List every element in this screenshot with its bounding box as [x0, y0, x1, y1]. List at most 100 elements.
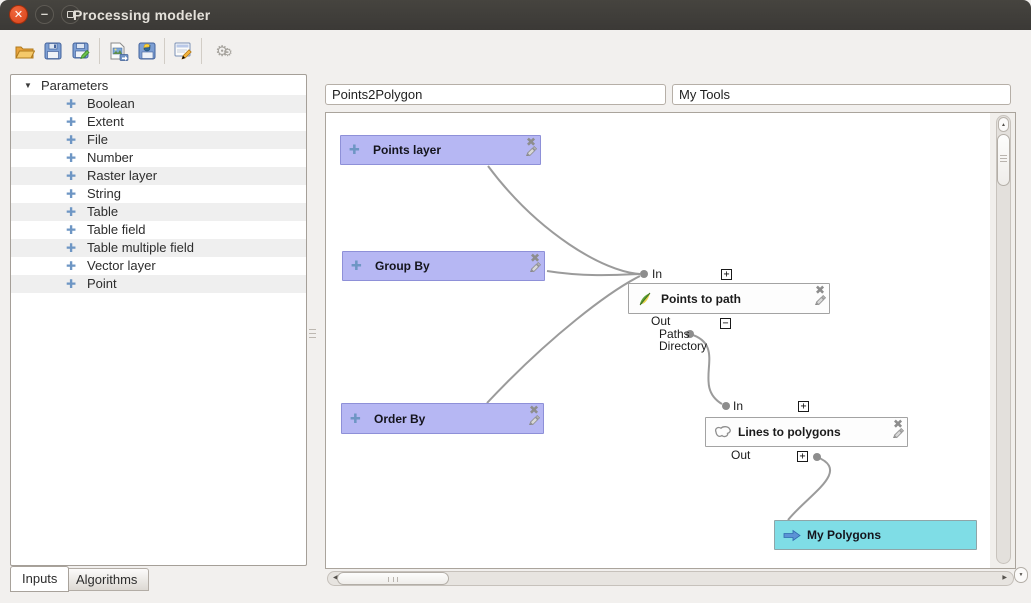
maximize-button[interactable]: [61, 5, 80, 24]
qgis-algorithm-icon: [637, 284, 653, 313]
parameter-item-raster-layer[interactable]: ✚ Raster layer: [11, 167, 306, 185]
socket-dot: [686, 330, 694, 338]
delete-node-icon[interactable]: ✖: [525, 135, 536, 149]
edit-node-pencil-icon[interactable]: [527, 414, 541, 432]
parameter-item-boolean[interactable]: ✚ Boolean: [11, 95, 306, 113]
node-my-polygons[interactable]: My Polygons: [774, 520, 977, 550]
parameter-label: Number: [87, 150, 134, 165]
socket-dot: [722, 402, 730, 410]
export-as-python-button[interactable]: [134, 38, 160, 64]
add-plus-icon: ✚: [66, 115, 77, 129]
socket-dot: [640, 270, 648, 278]
vertical-scrollbar-thumb[interactable]: [997, 134, 1010, 186]
minimize-button[interactable]: –: [35, 5, 54, 24]
parameter-label: Table: [87, 204, 119, 219]
tab-algorithms[interactable]: Algorithms: [64, 568, 150, 591]
model-name-input[interactable]: [325, 84, 666, 105]
window-title: Processing modeler: [73, 7, 211, 23]
thumb-grip: [1000, 155, 1007, 162]
lines-to-polygons-in-label: In: [733, 399, 744, 413]
horizontal-scrollbar-thumb[interactable]: [337, 572, 449, 585]
thumb-grip: [388, 577, 398, 582]
node-points-layer[interactable]: ✚ Points layer ✖: [340, 135, 541, 165]
socket-dot: [813, 453, 821, 461]
collapse-expander-icon[interactable]: ▼: [24, 81, 32, 90]
titlebar: ✕ – Processing modeler: [0, 0, 1031, 30]
output-arrow-icon: [783, 521, 801, 549]
connection-lines: [486, 165, 832, 521]
vertical-scrollbar-track[interactable]: ▲: [996, 115, 1011, 564]
parameter-label: Point: [87, 276, 117, 291]
export-image-icon: [108, 42, 130, 61]
collapse-outputs-icon[interactable]: −: [720, 318, 731, 329]
open-model-button[interactable]: [12, 38, 38, 64]
input-plus-icon: ✚: [350, 410, 361, 426]
edit-model-help-button[interactable]: [171, 38, 197, 64]
edit-node-pencil-icon[interactable]: [524, 145, 538, 163]
parameter-label: Table multiple field: [87, 240, 194, 255]
node-lines-to-polygons[interactable]: Lines to polygons ✖: [705, 417, 908, 447]
add-plus-icon: ✚: [66, 151, 77, 165]
scroll-left-icon[interactable]: ◀: [333, 575, 338, 581]
run-model-button[interactable]: ⚙⚙: [208, 38, 234, 64]
parameter-label: Table field: [87, 222, 146, 237]
expand-inputs-icon[interactable]: +: [721, 269, 732, 280]
node-label: Points to path: [661, 291, 741, 306]
export-as-image-button[interactable]: [106, 38, 132, 64]
save-model-as-button[interactable]: [68, 38, 94, 64]
node-label: Group By: [375, 259, 430, 273]
parameter-item-extent[interactable]: ✚ Extent: [11, 113, 306, 131]
expand-inputs-icon[interactable]: +: [798, 401, 809, 412]
parameter-item-number[interactable]: ✚ Number: [11, 149, 306, 167]
connection-order-by-to-points-to-path: [486, 275, 641, 404]
node-order-by[interactable]: ✚ Order By ✖: [341, 403, 544, 434]
model-canvas[interactable]: ✚ Points layer ✖ ✚ Group By ✖: [326, 113, 991, 568]
horizontal-scrollbar[interactable]: ◀ ▶: [327, 571, 1014, 586]
edit-node-pencil-icon[interactable]: [813, 294, 827, 312]
tree-root-parameters[interactable]: ▼ Parameters: [11, 77, 306, 95]
parameter-item-table[interactable]: ✚ Table: [11, 203, 306, 221]
parameter-item-table-multiple-field[interactable]: ✚ Table multiple field: [11, 239, 306, 257]
scroll-up-icon[interactable]: ▲: [998, 117, 1009, 132]
save-as-floppy-pencil-icon: [70, 42, 92, 60]
delete-node-icon[interactable]: ✖: [814, 283, 825, 297]
parameter-item-point[interactable]: ✚ Point: [11, 275, 306, 293]
open-folder-icon: [14, 43, 36, 60]
close-button[interactable]: ✕: [9, 5, 28, 24]
edit-help-pencil-icon: [173, 42, 195, 60]
add-plus-icon: ✚: [66, 133, 77, 147]
connection-paths-to-lines-to-polygons: [689, 333, 723, 405]
add-plus-icon: ✚: [66, 187, 77, 201]
scroll-right-icon[interactable]: ▶: [1002, 575, 1007, 581]
panel-splitter-handle[interactable]: [309, 326, 317, 340]
node-group-by[interactable]: ✚ Group By ✖: [342, 251, 545, 281]
parameter-item-vector-layer[interactable]: ✚ Vector layer: [11, 257, 306, 275]
delete-node-icon[interactable]: ✖: [529, 251, 540, 265]
export-python-icon: [136, 42, 158, 60]
node-points-to-path[interactable]: Points to path ✖: [628, 283, 830, 314]
save-model-button[interactable]: [40, 38, 66, 64]
parameter-item-file[interactable]: ✚ File: [11, 131, 306, 149]
polygon-algorithm-icon: [714, 418, 732, 446]
parameter-item-table-field[interactable]: ✚ Table field: [11, 221, 306, 239]
toolbar: ⚙⚙: [0, 30, 1031, 72]
toolbar-separator: [201, 38, 202, 64]
tree-root-label: Parameters: [41, 78, 109, 93]
tab-inputs[interactable]: Inputs: [10, 566, 70, 592]
connection-out-to-my-polygons: [787, 456, 832, 521]
scroll-down-icon[interactable]: ▼: [1014, 567, 1028, 583]
node-label: Lines to polygons: [738, 425, 841, 439]
edit-node-pencil-icon[interactable]: [528, 261, 542, 279]
parameter-item-string[interactable]: ✚ String: [11, 185, 306, 203]
inputs-panel: ▼ Parameters ✚ Boolean ✚ Extent ✚ File ✚…: [10, 74, 307, 566]
add-plus-icon: ✚: [66, 169, 77, 183]
expand-outputs-icon[interactable]: +: [797, 451, 808, 462]
model-group-input[interactable]: [672, 84, 1011, 105]
node-label: My Polygons: [807, 528, 882, 542]
delete-node-icon[interactable]: ✖: [528, 403, 539, 417]
edit-node-pencil-icon[interactable]: [891, 427, 905, 445]
vertical-scrollbar[interactable]: ▲: [990, 113, 1015, 568]
delete-node-icon[interactable]: ✖: [892, 417, 903, 431]
add-plus-icon: ✚: [66, 241, 77, 255]
